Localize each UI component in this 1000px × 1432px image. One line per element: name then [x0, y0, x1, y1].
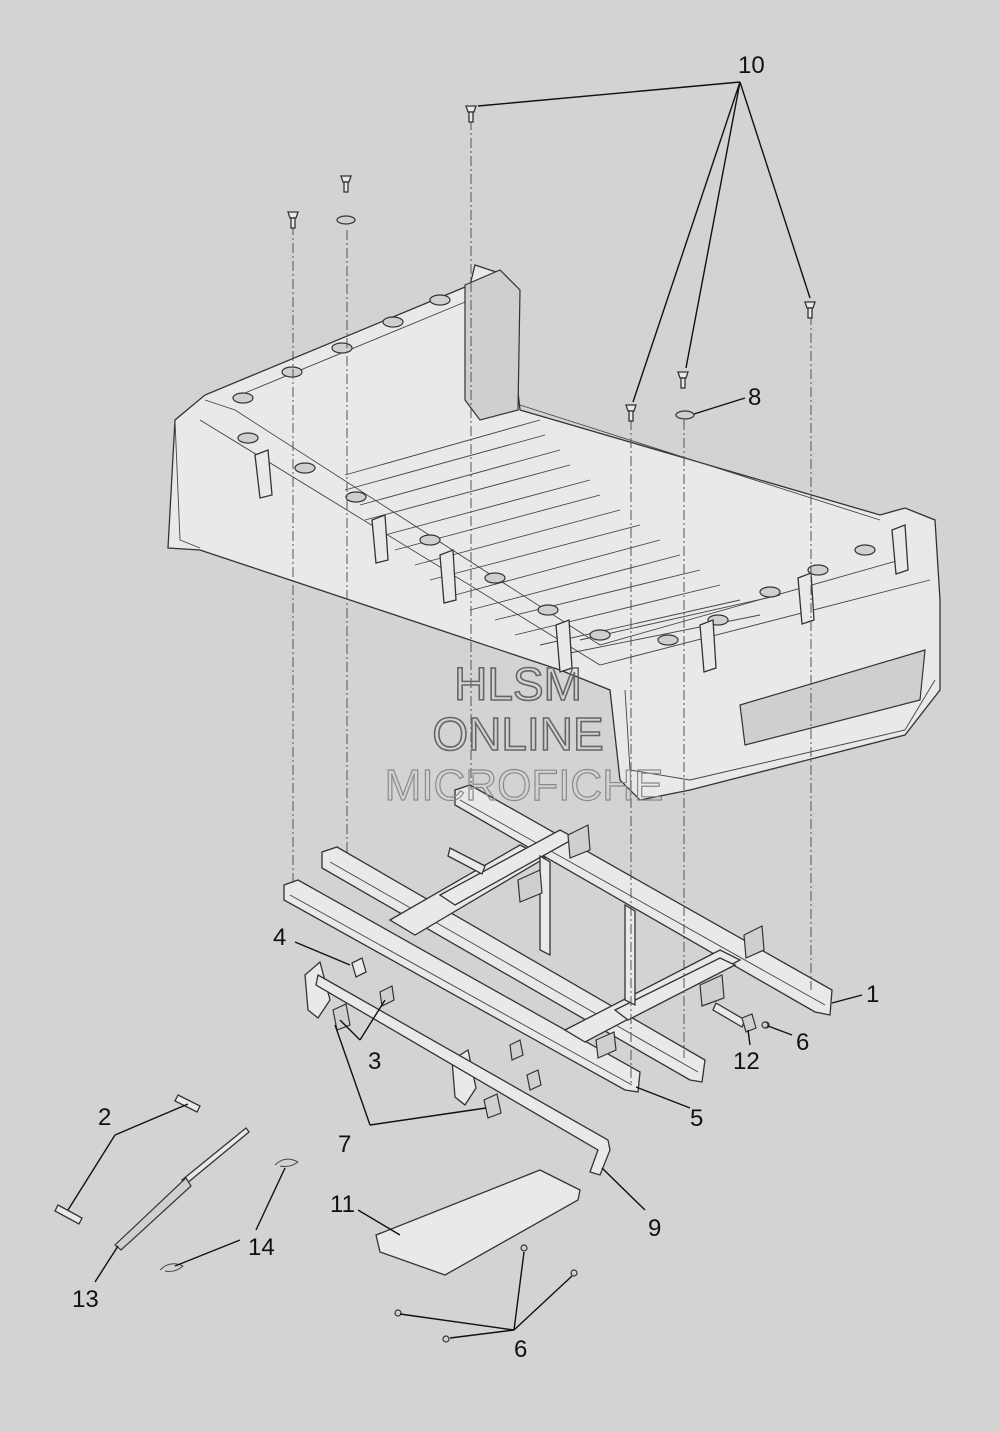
callout-5: 5: [690, 1105, 703, 1132]
alignment-lines: [292, 120, 812, 1085]
watermark: HLSM ONLINE MICROFICHE: [384, 657, 664, 810]
washer-icon: [336, 215, 356, 225]
watermark-line-2: ONLINE: [432, 708, 603, 760]
callout-6-upper: 6: [796, 1029, 809, 1056]
callout-10: 12: [733, 1048, 760, 1075]
callout-7: 7: [338, 1131, 351, 1158]
leader-lines: [67, 81, 863, 1339]
callout-3: 3: [368, 1048, 381, 1075]
callout-4: 4: [273, 924, 286, 951]
callout-6-lower: 6: [514, 1336, 527, 1363]
hinge-assembly: [304, 847, 770, 1176]
washer-icon: [675, 410, 695, 420]
callout-1: 1: [866, 981, 879, 1008]
callout-labels: 10 8 1 4 3 12 6 5 2 7 11 9 14 13 6: [72, 52, 879, 1363]
callout-12: 10: [738, 52, 765, 79]
callout-8: 8: [748, 384, 761, 411]
bolts: [287, 105, 816, 422]
loose-parts: [54, 1021, 769, 1343]
bed-frame: [283, 784, 833, 1093]
cargo-bed: [167, 264, 941, 801]
callout-14: 14: [248, 1234, 275, 1261]
callout-11: 11: [330, 1191, 355, 1218]
watermark-line-3: MICROFICHE: [385, 761, 664, 810]
callout-13: 13: [72, 1286, 99, 1313]
callout-2: 2: [98, 1104, 111, 1131]
watermark-line-1: HLSM: [454, 658, 582, 710]
callout-9: 9: [648, 1215, 661, 1242]
